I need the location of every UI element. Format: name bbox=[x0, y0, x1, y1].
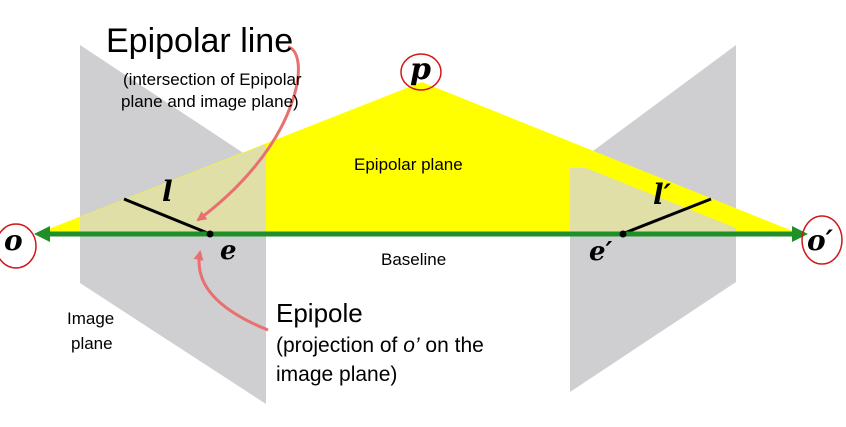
epipole-title: Epipole bbox=[276, 298, 363, 328]
epipole-description-var: o’ bbox=[403, 334, 420, 357]
image-plane-label-line-1: Image bbox=[67, 309, 115, 328]
epipolar-line-description-line-1: (intersection of Epipolar bbox=[123, 70, 302, 89]
epipole-description-pre: (projection of bbox=[276, 334, 404, 357]
epipolar-line-description-line-2: plane and image plane) bbox=[121, 92, 299, 111]
epipolar-line-title: Epipolar line bbox=[106, 22, 294, 60]
epipole-arrow bbox=[193, 250, 269, 332]
camera-center-right-label: o′ bbox=[807, 224, 834, 257]
point-p-circle bbox=[400, 53, 442, 91]
baseline-right-arrowhead bbox=[792, 226, 808, 242]
camera-center-left-label: o bbox=[4, 224, 23, 257]
right-center-circle bbox=[801, 215, 843, 265]
right-epipolar-line bbox=[621, 197, 712, 236]
epipolar-line-arrow bbox=[196, 45, 300, 222]
image-plane-label-line-2: plane bbox=[71, 334, 113, 353]
epipole-left-label: e bbox=[220, 236, 237, 266]
left-plane-overlap bbox=[80, 144, 266, 234]
epipolar-line-left-label: l bbox=[162, 175, 173, 208]
epipole-right-dot bbox=[619, 230, 627, 238]
epipole-left-dot bbox=[206, 230, 214, 238]
epipole-description-line-1: (projection of o’ on the bbox=[276, 334, 484, 358]
left-epipolar-line bbox=[123, 197, 211, 236]
left-center-circle bbox=[0, 223, 37, 269]
epipolar-plane-label: Epipolar plane bbox=[354, 155, 463, 174]
epipole-right-label: e′ bbox=[589, 237, 613, 267]
epipole-description-line-2: image plane) bbox=[276, 363, 398, 386]
point-p-label: p bbox=[410, 52, 431, 87]
baseline-left-arrowhead bbox=[34, 226, 50, 242]
epipolar-line-right-label: l′ bbox=[653, 178, 672, 211]
baseline-label: Baseline bbox=[381, 250, 447, 269]
right-plane-overlap bbox=[570, 168, 736, 234]
epipole-description-post: on the bbox=[419, 334, 484, 357]
